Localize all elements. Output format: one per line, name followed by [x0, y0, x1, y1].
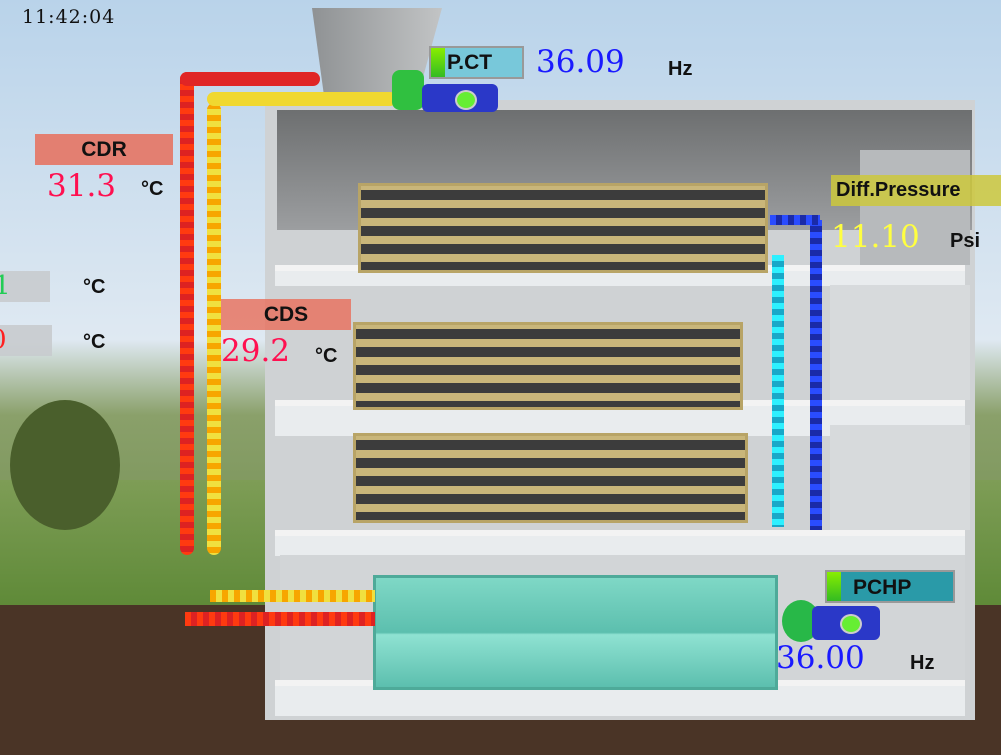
pchp-label: PCHP: [853, 576, 912, 599]
pct-status-indicator: [431, 48, 445, 77]
cds-label: CDS: [221, 299, 351, 330]
left-reading-1: 1: [0, 271, 50, 302]
pct-unit: Hz: [668, 58, 693, 80]
cds-unit: °C: [315, 345, 338, 367]
cds-pipe-top: [207, 92, 397, 106]
diff-pressure-value: 11.10: [831, 219, 920, 255]
cdr-pipe-top: [180, 72, 320, 86]
cds-pipe-vertical: [207, 103, 221, 555]
tree: [10, 400, 120, 530]
pct-label-box[interactable]: P.CT: [429, 46, 524, 79]
left-reading-1-unit: °C: [83, 276, 106, 298]
pchp-value: 36.00: [776, 640, 865, 676]
pchp-status-indicator: [827, 572, 841, 601]
condenser-tank: [373, 575, 778, 690]
cds-value: 29.2: [221, 333, 291, 369]
left-reading-2-unit: °C: [83, 331, 106, 353]
cdr-label: CDR: [35, 134, 173, 165]
back-wall-2: [830, 285, 970, 400]
chilled-supply-pipe: [772, 255, 784, 527]
back-wall-3: [830, 425, 970, 530]
pchp-unit: Hz: [910, 652, 935, 674]
left-reading-2-value: 0: [0, 325, 7, 355]
cdr-value: 31.3: [47, 168, 117, 204]
floor-3: [275, 530, 965, 556]
cdr-pipe-bottom: [185, 612, 375, 626]
cdr-pipe-vertical: [180, 72, 194, 555]
cooling-coil-rack-3: [353, 433, 748, 523]
cooling-coil-rack-1: [358, 183, 768, 273]
pchp-label-box[interactable]: PCHP: [825, 570, 955, 603]
chilled-return-top: [770, 215, 820, 225]
diff-pressure-unit: Psi: [950, 230, 981, 252]
cds-pipe-bottom: [210, 590, 375, 602]
left-reading-1-value: 1: [0, 271, 11, 301]
pct-pump: [392, 70, 500, 112]
left-reading-2: 0: [0, 325, 52, 356]
chilled-return-pipe: [810, 220, 822, 530]
cdr-unit: °C: [141, 178, 164, 200]
clock: 11:42:04: [22, 6, 116, 28]
cooling-coil-rack-2: [353, 322, 743, 410]
pct-value: 36.09: [536, 44, 625, 80]
diff-pressure-label: Diff.Pressure: [831, 175, 1001, 206]
pct-status-led-icon: [455, 90, 477, 110]
pchp-pump: [782, 600, 882, 645]
pct-label: P.CT: [447, 51, 493, 74]
back-wall-1: [860, 150, 970, 265]
pchp-status-led-icon: [840, 614, 862, 634]
